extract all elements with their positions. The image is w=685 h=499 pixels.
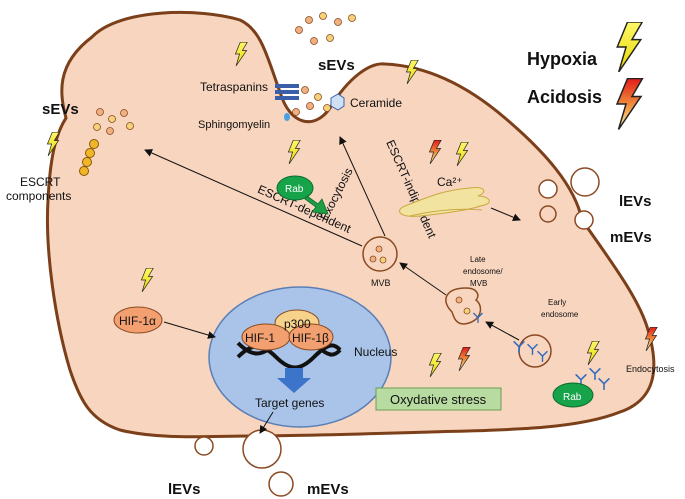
mevs-bottom-label: mEVs: [307, 481, 349, 498]
hypoxia-legend-label: Hypoxia: [527, 49, 598, 69]
late-to-mvb-arrow: [399, 262, 447, 296]
mevs-vesicle-right-2: [574, 210, 594, 230]
calcium-store-fold: [409, 208, 483, 217]
mvb-label: MVB: [371, 278, 391, 288]
ceramide-label: Ceramide: [350, 96, 402, 110]
hif1-label: HIF-1: [245, 331, 275, 345]
levs-bottom-label: lEVs: [168, 481, 201, 498]
late-endosome: [445, 287, 482, 325]
levs-vesicle-bottom: [242, 429, 282, 469]
late-endosome-vesicle: [463, 307, 471, 315]
sphingomyelin-molecule: [284, 113, 290, 121]
escrt-independent-arrow: [339, 136, 386, 237]
early-endosome-label-1: Early: [548, 298, 566, 307]
escrt-components-label-1: ESCRT: [20, 175, 61, 189]
tetraspanin-proteins: [275, 84, 299, 100]
ceramide-molecule: [330, 93, 345, 111]
rab-lower-label: Rab: [563, 392, 582, 403]
escrt-components-label-2: components: [6, 189, 71, 203]
mvb-vesicle: [362, 236, 398, 272]
mevs-vesicle-bottom-2: [268, 471, 294, 497]
sevs-vesicles-top: [292, 12, 356, 116]
mevs-vesicle-right-1: [538, 179, 558, 199]
escrt-dependent-arrow: [144, 149, 363, 247]
late-endosome-label-2: endosome/: [463, 267, 503, 276]
sevs-vesicles-left: [93, 108, 134, 135]
acidosis-legend-label: Acidosis: [527, 87, 602, 107]
hif1-beta-subunit: [288, 323, 334, 351]
mvb-inner-vesicle: [375, 245, 383, 253]
p300-label: p300: [284, 317, 311, 331]
mvb-inner-vesicle: [379, 256, 387, 264]
early-endosome-label-2: endosome: [541, 310, 579, 319]
hif1-beta-label: HIF-1β: [292, 331, 329, 345]
rab-upper-label: Rab: [285, 184, 304, 195]
hif1a-translocation-arrow: [163, 321, 216, 339]
sphingomyelin-label: Sphingomyelin: [198, 119, 270, 131]
levs-right-label: lEVs: [619, 193, 652, 210]
rab-exocytosis-arrow: [304, 195, 329, 215]
hypoxia-bolt-icon: [616, 22, 643, 72]
late-endosome-label-1: Late: [470, 255, 486, 264]
oxidative-stress-box: [375, 387, 502, 411]
acidosis-bolt-icon: [616, 78, 644, 130]
sevs-top-label: sEVs: [318, 57, 355, 74]
endocytosis-label: Endocytosis: [626, 364, 675, 374]
calcium-label: Ca²⁺: [437, 175, 463, 189]
rab-protein-lower: [552, 382, 594, 408]
hif1a-protein: [113, 306, 163, 334]
mvb-inner-vesicle: [369, 255, 377, 263]
mevs-vesicle-bottom-1: [194, 436, 214, 456]
oxidative-stress-label: Oxydative stress: [390, 392, 487, 407]
nucleus-label: Nucleus: [354, 345, 397, 359]
levs-vesicle-right: [570, 167, 600, 197]
transcription-arrow: [277, 368, 311, 393]
escrt-components: [79, 139, 99, 176]
mevs-vesicle-right-3: [539, 205, 557, 223]
sevs-left-label: sEVs: [42, 101, 79, 118]
hif1a-label: HIF-1α: [119, 314, 156, 328]
late-endosome-vesicle: [455, 296, 463, 304]
early-endosome: [518, 334, 552, 368]
nucleus-to-levs-arrow: [259, 411, 274, 434]
late-endosome-label-3: MVB: [470, 279, 487, 288]
nucleus: [208, 286, 392, 428]
rab-protein-upper: [276, 175, 314, 201]
calcium-release-arrow: [490, 207, 521, 222]
early-to-late-arrow: [485, 321, 520, 341]
target-genes-label: Target genes: [255, 396, 324, 410]
mevs-right-label: mEVs: [610, 229, 652, 246]
tetraspanins-label: Tetraspanins: [200, 80, 268, 94]
